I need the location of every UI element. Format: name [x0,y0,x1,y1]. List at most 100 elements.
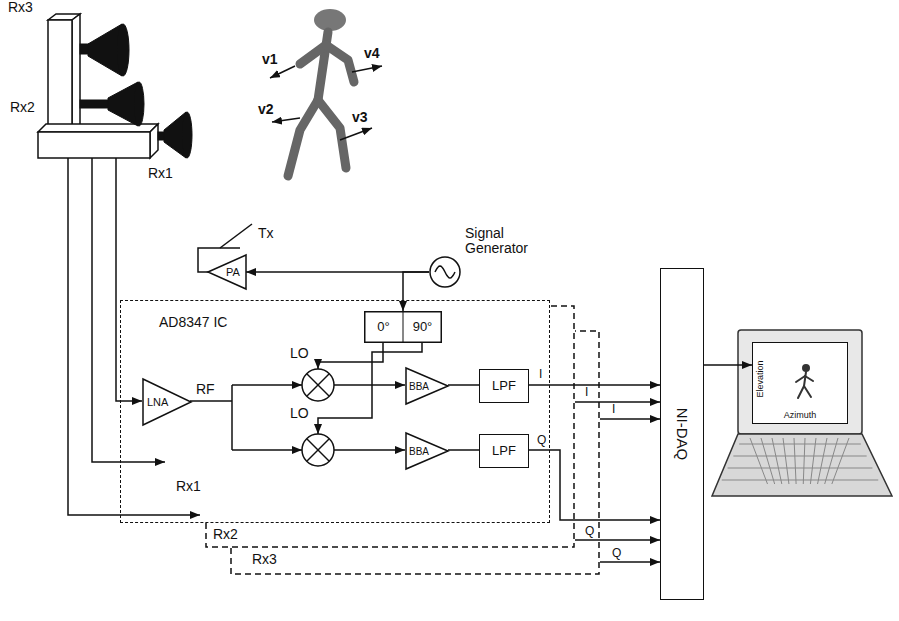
signal-line [600,561,660,563]
horn-antenna [80,24,192,158]
node-text: Rx1 [176,479,201,494]
signal-generator-outline [429,256,461,288]
walking-person [314,9,346,31]
receiver-channel-outline [206,306,574,547]
signal-wire [190,342,422,450]
signal-line [575,539,660,541]
receiver-channel-outline [205,305,575,548]
signal-name: Q [536,434,547,447]
signal-name: LO [290,406,309,421]
node-text: AD8347 IC [159,315,227,330]
laptop [810,438,816,484]
antenna-cable [68,158,200,515]
node-text: LNA [147,396,168,408]
baseband-amplifier: BBA [406,368,448,404]
laptop [750,438,768,484]
signal-name: LO [290,346,309,361]
signal-line [529,384,660,386]
receiver-channel-outline [231,331,599,574]
node-text: NI-DAQ [674,408,691,461]
node-text: Elevation [756,360,766,397]
antenna-array [38,14,158,158]
laptop [804,372,806,386]
signal-line [403,272,429,311]
node-text: 0° [377,320,389,334]
laptop [794,438,796,484]
receiver-channel-outline [230,330,600,575]
mixer-symbol [307,439,329,461]
antenna-label: Rx2 [10,100,35,115]
mixer-symbol [307,374,329,396]
signal-name: I [584,386,589,399]
walking-person [288,32,354,176]
velocity-label: v2 [258,102,274,117]
laptop [761,438,775,484]
node-text: LPF [492,444,516,458]
laptop [772,438,782,484]
laptop [796,365,813,398]
walking-person [326,45,354,82]
signal-line [704,364,752,366]
horn-antenna [182,112,192,158]
signal-name: Q [611,547,622,560]
signal-line [575,401,660,403]
receiver-channel: Rx3 [230,330,600,575]
mixer-symbol [307,374,329,396]
walking-person [318,100,346,168]
lna-amplifier-outline [143,379,191,425]
ic-boundary: 0°90°LNABBALPFBBALPFAD8347 ICRx1 [120,300,550,523]
signal-wire [190,400,232,402]
node-text: 90° [413,320,433,334]
display-screen: ElevationAzimuth [752,342,848,424]
baseband-amplifier: BBA [406,433,448,469]
antenna-cable [68,158,200,515]
laptop [796,376,805,382]
velocity-label: v4 [364,46,380,61]
laptop [738,330,862,434]
signal-name: RF [196,382,215,397]
horn-antenna [117,24,129,76]
horn-antenna [80,100,110,108]
signal-name: I [538,368,543,381]
signal-line [600,418,660,420]
node-text: BBA [409,446,429,457]
walking-person [288,9,354,176]
signal-wire [334,449,405,451]
antenna-array [38,132,150,158]
laptop [752,342,848,424]
laptop [798,386,804,398]
laptop [739,444,861,445]
velocity-arrow [270,66,382,140]
antenna-array [48,20,72,132]
signal-line [448,384,479,386]
laptop [722,438,879,484]
laptop [803,365,809,371]
power-amplifier: PA [208,255,246,289]
node-text: Signal Generator [465,226,545,257]
signal-name: I [611,403,616,416]
laptop [832,438,849,484]
baseband-amplifier-outline [406,368,448,404]
phase-splitter-outline [403,311,404,343]
node-text: PA [226,266,240,278]
laptop [804,386,811,397]
signal-line [529,450,660,520]
signal-generator-outline [430,257,460,287]
phase-splitter: 0° 90° [364,311,442,343]
baseband-amplifier-outline [406,433,448,469]
node-text: Azimuth [784,411,817,421]
signal-name: Q [584,525,595,538]
signal-wire [232,449,302,451]
laptop [728,468,873,469]
laptop [803,438,805,484]
antenna-label: Rx3 [8,0,33,15]
node-text: Rx3 [252,552,277,567]
signal-line [448,449,479,451]
velocity-arrow [270,66,295,78]
antenna-label: Rx1 [148,166,173,181]
node-text: BBA [409,381,429,392]
signal-generator: Signal Generator [429,256,461,288]
velocity-arrow [352,66,382,72]
lna-amplifier: LNA [143,379,191,425]
